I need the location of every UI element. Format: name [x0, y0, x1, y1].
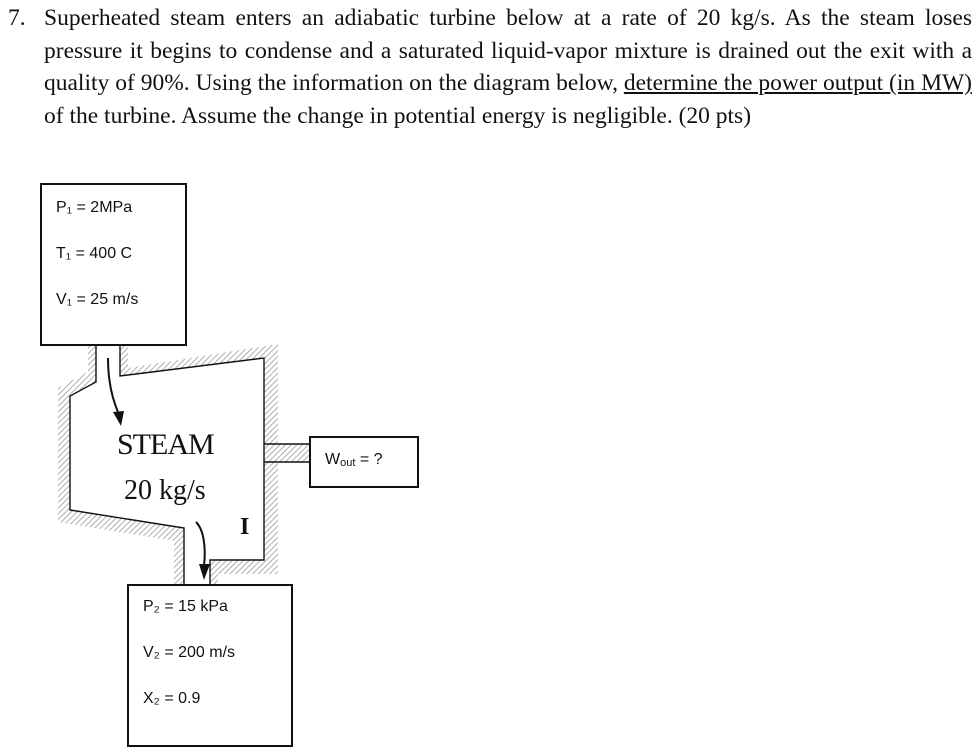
inlet-arrow-head [113, 411, 124, 426]
work-output-label: Wout = ? [325, 451, 383, 469]
inlet-temperature: T₁ = 400 C [56, 245, 133, 262]
turbine-mark: I [240, 514, 250, 540]
inlet-pressure: P₁ = 2MPa [56, 199, 133, 216]
outlet-flow-arrow [195, 521, 206, 567]
work-symbol: W [325, 451, 341, 468]
work-output-box: Wout = ? [309, 436, 419, 488]
problem-text-part2: of the turbine. Assume the change in pot… [44, 102, 752, 129]
turbine-label-steam: STEAM [117, 428, 215, 461]
problem-underlined-text: determine the power output (in MW) [623, 70, 972, 96]
work-subscript: out [340, 457, 356, 469]
inlet-conditions-box: P₁ = 2MPa T₁ = 400 C V₁ = 25 m/s [40, 183, 187, 346]
turbine-shaft [278, 444, 309, 462]
inlet-velocity: V₁ = 25 m/s [56, 291, 139, 308]
work-suffix: = ? [355, 451, 383, 468]
outlet-quality: X₂ = 0.9 [143, 690, 201, 707]
outlet-conditions-box: P₂ = 15 kPa V₂ = 200 m/s X₂ = 0.9 [127, 584, 293, 747]
turbine-label-rate: 20 kg/s [124, 475, 206, 506]
outlet-arrow-head [199, 564, 210, 580]
outlet-velocity: V₂ = 200 m/s [143, 644, 236, 661]
problem-number: 7. [8, 5, 26, 31]
problem-text-part1: Superheated steam enters an adiabatic tu… [44, 5, 972, 96]
inlet-flow-arrow [107, 357, 119, 413]
problem-statement: 7. Superheated steam enters an adiabatic… [8, 2, 972, 132]
problem-body: Superheated steam enters an adiabatic tu… [44, 2, 972, 132]
turbine-cavity [69, 342, 265, 587]
outlet-pressure: P₂ = 15 kPa [143, 598, 228, 615]
